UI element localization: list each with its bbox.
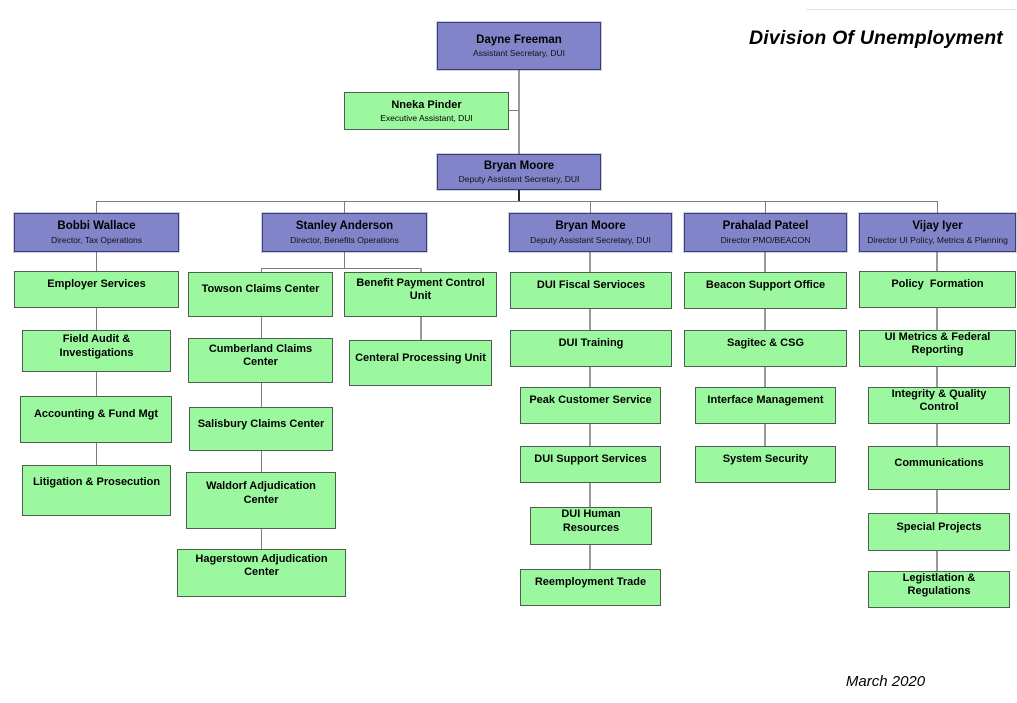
connector-line bbox=[937, 201, 938, 213]
connector-line bbox=[590, 201, 591, 213]
unit-label: Employer Services bbox=[47, 278, 146, 291]
unit-label: DUI Fiscal Servioces bbox=[536, 279, 646, 292]
person-title: Director UI Policy, Metrics & Planning bbox=[867, 234, 1008, 245]
node-waldorf-adjudication-center: Waldorf Adjudication Center bbox=[186, 472, 336, 529]
node-towson-claims-center: Towson Claims Center bbox=[188, 272, 333, 317]
node-reemployment-trade: Reemployment Trade bbox=[520, 569, 661, 606]
connector-line bbox=[261, 268, 421, 269]
node-special-projects: Special Projects bbox=[868, 513, 1010, 551]
unit-label: DUI Support Services bbox=[534, 453, 647, 466]
person-name: Nneka Pinder bbox=[391, 99, 462, 112]
unit-label: Litigation & Prosecution bbox=[32, 475, 161, 488]
unit-label: Field Audit & Investigations bbox=[59, 333, 134, 359]
unit-label: Communications bbox=[894, 456, 984, 469]
node-employer-services: Employer Services bbox=[14, 271, 179, 308]
node-communications: Communications bbox=[868, 446, 1010, 490]
unit-label: Sagitec & CSG bbox=[726, 337, 805, 350]
top-divider-line bbox=[806, 9, 1016, 10]
node-interface-management: Interface Management bbox=[695, 387, 836, 424]
connector-line bbox=[96, 201, 97, 213]
person-title: Director, Tax Operations bbox=[50, 234, 143, 245]
node-ui-metrics-federal-reporting: UI Metrics & Federal Reporting bbox=[859, 330, 1016, 367]
node-sagitec-csg: Sagitec & CSG bbox=[684, 330, 847, 367]
node-integrity-quality-control: Integrity & Quality Control bbox=[868, 387, 1010, 424]
connector-line bbox=[344, 252, 345, 268]
node-prahalad-pateel: Prahalad Pateel Director PMO/BEACON bbox=[684, 213, 847, 252]
node-bobbi-wallace: Bobbi Wallace Director, Tax Operations bbox=[14, 213, 179, 252]
node-peak-customer-service: Peak Customer Service bbox=[520, 387, 661, 424]
unit-label: Integrity & Quality Control bbox=[891, 387, 990, 413]
node-hagerstown-adjudication-center: Hagerstown Adjudication Center bbox=[177, 549, 346, 597]
unit-label: Accounting & Fund Mgt bbox=[33, 408, 159, 421]
unit-label: Interface Management bbox=[707, 394, 824, 407]
connector-line bbox=[509, 110, 519, 111]
unit-label: UI Metrics & Federal Reporting bbox=[884, 330, 994, 356]
node-dui-human-resources: DUI Human Resources bbox=[530, 507, 652, 545]
connector-line bbox=[765, 201, 766, 213]
person-name: Dayne Freeman bbox=[476, 33, 562, 46]
unit-label: Beacon Support Office bbox=[705, 279, 826, 292]
node-beacon-support-office: Beacon Support Office bbox=[684, 272, 847, 309]
person-title: Deputy Assistant Secretary, DUI bbox=[458, 174, 580, 185]
person-name: Prahalad Pateel bbox=[722, 220, 809, 233]
person-title: Director, Benefits Operations bbox=[290, 234, 399, 245]
node-bryan-moore-branch: Bryan Moore Deputy Assistant Secretary, … bbox=[509, 213, 672, 252]
unit-label: System Security bbox=[722, 453, 809, 466]
connector-line bbox=[518, 70, 520, 155]
unit-label: Waldorf Adjudication Center bbox=[206, 480, 319, 506]
unit-label: Cumberland Claims Center bbox=[208, 342, 316, 368]
unit-label: Centeral Processing Unit bbox=[355, 351, 486, 364]
page-title: Division Of Unemployment bbox=[749, 27, 1003, 49]
node-cumberland-claims-center: Cumberland Claims Center bbox=[188, 338, 333, 383]
node-dui-support-services: DUI Support Services bbox=[520, 446, 661, 483]
node-salisbury-claims-center: Salisbury Claims Center bbox=[189, 407, 333, 451]
node-system-security: System Security bbox=[695, 446, 836, 483]
person-title: Director PMO/BEACON bbox=[720, 234, 811, 245]
node-vijay-iyer: Vijay Iyer Director UI Policy, Metrics &… bbox=[859, 213, 1016, 252]
unit-label: Hagerstown Adjudication Center bbox=[195, 552, 331, 578]
person-name: Bobbi Wallace bbox=[57, 220, 136, 233]
unit-label: Legistlation & Regulations bbox=[902, 571, 979, 597]
unit-label: Special Projects bbox=[896, 520, 982, 533]
connector-line bbox=[518, 190, 520, 201]
person-name: Vijay Iyer bbox=[912, 220, 963, 233]
node-field-audit-investigations: Field Audit & Investigations bbox=[22, 330, 171, 372]
node-accounting-fund-mgt: Accounting & Fund Mgt bbox=[20, 396, 172, 443]
unit-label: Policy Formation bbox=[891, 278, 984, 291]
person-name: Bryan Moore bbox=[555, 220, 626, 233]
person-title: Assistant Secretary, DUI bbox=[473, 48, 565, 59]
unit-label: DUI Training bbox=[558, 337, 624, 350]
unit-label: Peak Customer Service bbox=[529, 394, 652, 407]
connector-line bbox=[96, 201, 938, 202]
unit-label: Towson Claims Center bbox=[201, 283, 320, 296]
unit-label: Salisbury Claims Center bbox=[197, 417, 325, 430]
node-nneka-pinder: Nneka Pinder Executive Assistant, DUI bbox=[344, 92, 509, 130]
person-name: Stanley Anderson bbox=[295, 220, 394, 233]
node-dui-fiscal-services: DUI Fiscal Servioces bbox=[510, 272, 672, 309]
node-legislation-regulations: Legistlation & Regulations bbox=[868, 571, 1010, 608]
person-title: Deputy Assistant Secretary, DUI bbox=[530, 234, 651, 245]
node-centeral-processing-unit: Centeral Processing Unit bbox=[349, 340, 492, 386]
person-name: Bryan Moore bbox=[483, 159, 555, 172]
node-dui-training: DUI Training bbox=[510, 330, 672, 367]
node-stanley-anderson: Stanley Anderson Director, Benefits Oper… bbox=[262, 213, 427, 252]
unit-label: Reemployment Trade bbox=[534, 576, 647, 589]
node-benefit-payment-control-unit: Benefit Payment Control Unit bbox=[344, 272, 497, 317]
unit-label: DUI Human Resources bbox=[561, 508, 624, 534]
person-title: Executive Assistant, DUI bbox=[380, 112, 473, 123]
node-bryan-moore-deputy: Bryan Moore Deputy Assistant Secretary, … bbox=[437, 154, 601, 190]
node-policy-formation: Policy Formation bbox=[859, 271, 1016, 308]
date-label: March 2020 bbox=[845, 673, 926, 690]
node-litigation-prosecution: Litigation & Prosecution bbox=[22, 465, 171, 516]
node-dayne-freeman: Dayne Freeman Assistant Secretary, DUI bbox=[437, 22, 601, 70]
unit-label: Benefit Payment Control Unit bbox=[356, 276, 488, 302]
connector-line bbox=[344, 201, 345, 213]
